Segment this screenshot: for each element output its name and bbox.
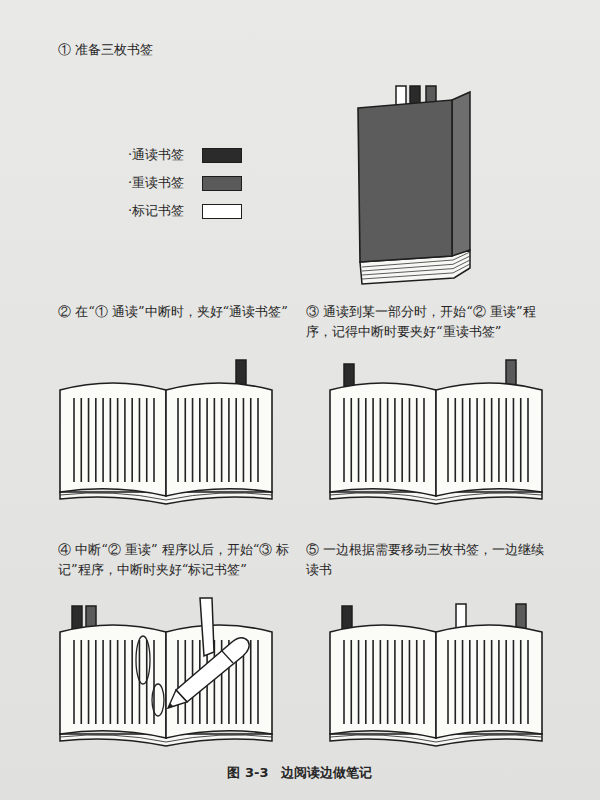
- legend-entry: ·重读书签: [128, 174, 248, 192]
- pen-mark: [136, 636, 150, 684]
- legend-entry: ·通读书签: [128, 146, 248, 164]
- pen-mark: [152, 684, 164, 716]
- step-heading: ① 准备三枚书签: [58, 40, 258, 60]
- figure-caption: 图 3-3 边阅读边做笔记: [0, 764, 600, 782]
- open-book: [60, 625, 272, 746]
- legend-swatch: [202, 176, 242, 191]
- legend-label: ·重读书签: [128, 175, 184, 190]
- step-text: ④ 中断“② 重读” 程序以后，开始“③ 标记”程序，中断时夹好“标记书签”: [58, 540, 294, 580]
- step-text: ② 在“① 通读”中断时，夹好“通读书签”: [58, 302, 290, 322]
- open-book: [330, 383, 542, 504]
- legend-entry: ·标记书签: [128, 202, 248, 220]
- marking-bookmark: [200, 598, 214, 656]
- step-text: ③ 通读到某一部分时，开始“② 重读”程序，记得中断时要夹好“重读书签”: [306, 302, 546, 342]
- legend-label: ·通读书签: [128, 147, 184, 162]
- legend-swatch: [202, 148, 242, 163]
- open-book: [330, 625, 542, 746]
- legend-label: ·标记书签: [128, 203, 184, 218]
- step-text: ⑤ 一边根据需要移动三枚书签，一边继续读书: [306, 540, 546, 580]
- closed-book: [358, 86, 470, 284]
- open-book: [60, 383, 272, 504]
- legend-swatch: [202, 204, 242, 219]
- pen: [168, 638, 249, 708]
